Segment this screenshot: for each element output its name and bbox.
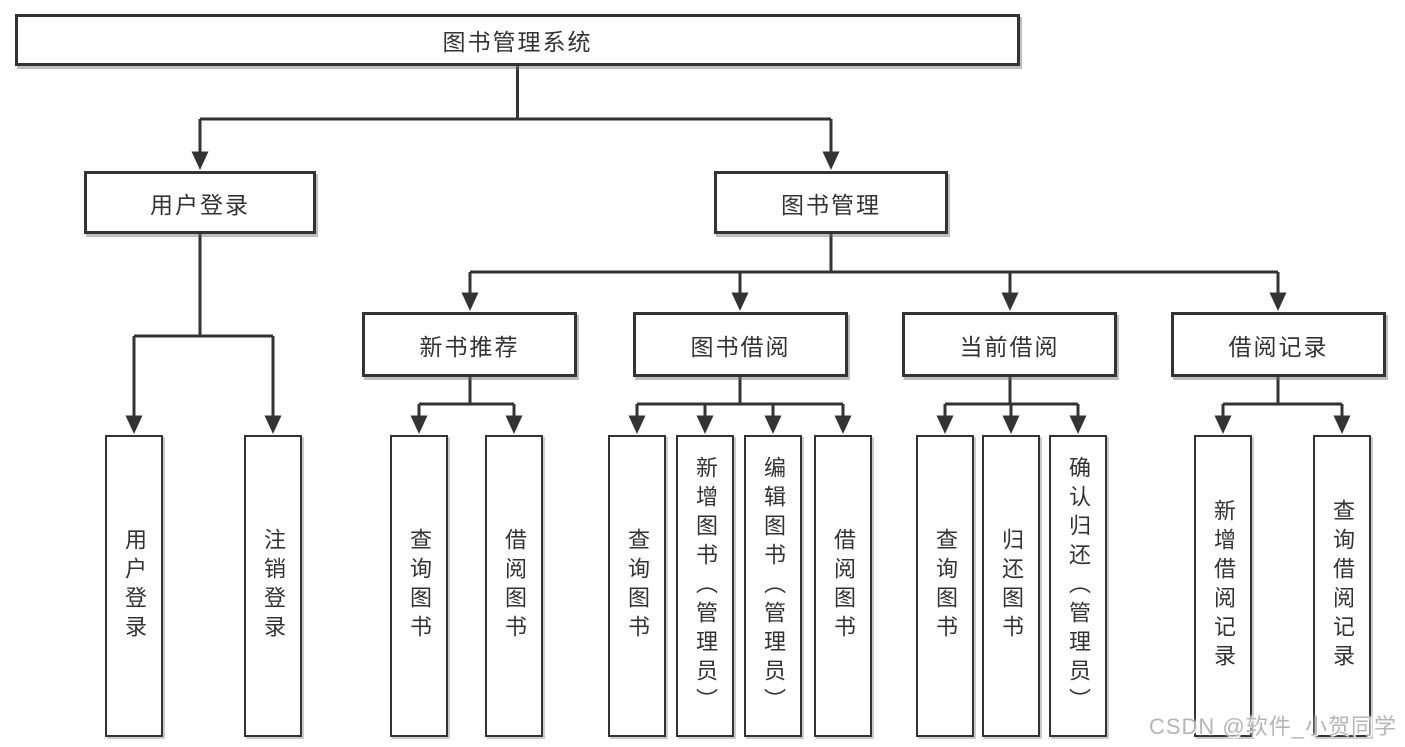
leaf-user-login: 用户登录 — [105, 435, 163, 737]
connector-book-borrowing-children — [628, 374, 852, 434]
node-book-management: 图书管理 — [714, 171, 948, 234]
leaf-return-book: 归还图书 — [982, 435, 1040, 737]
leaf-edit-book-admin: 编辑图书（管理员） — [744, 435, 802, 737]
node-borrow-records: 借阅记录 — [1171, 312, 1386, 377]
leaf-borrow-books-recommend: 借阅图书 — [485, 435, 543, 737]
node-current-borrowing: 当前借阅 — [902, 312, 1117, 377]
node-library-management-system: 图书管理系统 — [15, 14, 1020, 66]
csdn-watermark: CSDN @软件_小贺同学 — [1148, 714, 1397, 739]
leaf-query-books-current: 查询图书 — [916, 435, 974, 737]
connector-borrow-records-children — [1214, 374, 1351, 434]
node-book-borrowing: 图书借阅 — [633, 312, 848, 377]
leaf-add-book-admin: 新增图书（管理员） — [676, 435, 734, 737]
leaf-query-books-borrowing: 查询图书 — [608, 435, 666, 737]
connector-book-management-children — [461, 232, 1287, 311]
connector-user-login-children — [125, 232, 282, 434]
leaf-confirm-return-admin: 确认归还（管理员） — [1049, 435, 1107, 737]
node-new-book-recommend: 新书推荐 — [362, 312, 577, 377]
leaf-borrow-books-borrowing: 借阅图书 — [814, 435, 872, 737]
connector-current-borrowing-children — [936, 374, 1087, 434]
leaf-query-books-recommend: 查询图书 — [390, 435, 448, 737]
connector-new-book-recommend-children — [410, 374, 523, 434]
leaf-add-borrow-record: 新增借阅记录 — [1194, 435, 1252, 737]
leaf-logout: 注销登录 — [244, 435, 302, 737]
leaf-query-borrow-record: 查询借阅记录 — [1313, 435, 1371, 737]
connector-root-to-level2 — [191, 66, 840, 170]
node-user-login: 用户登录 — [84, 171, 316, 234]
